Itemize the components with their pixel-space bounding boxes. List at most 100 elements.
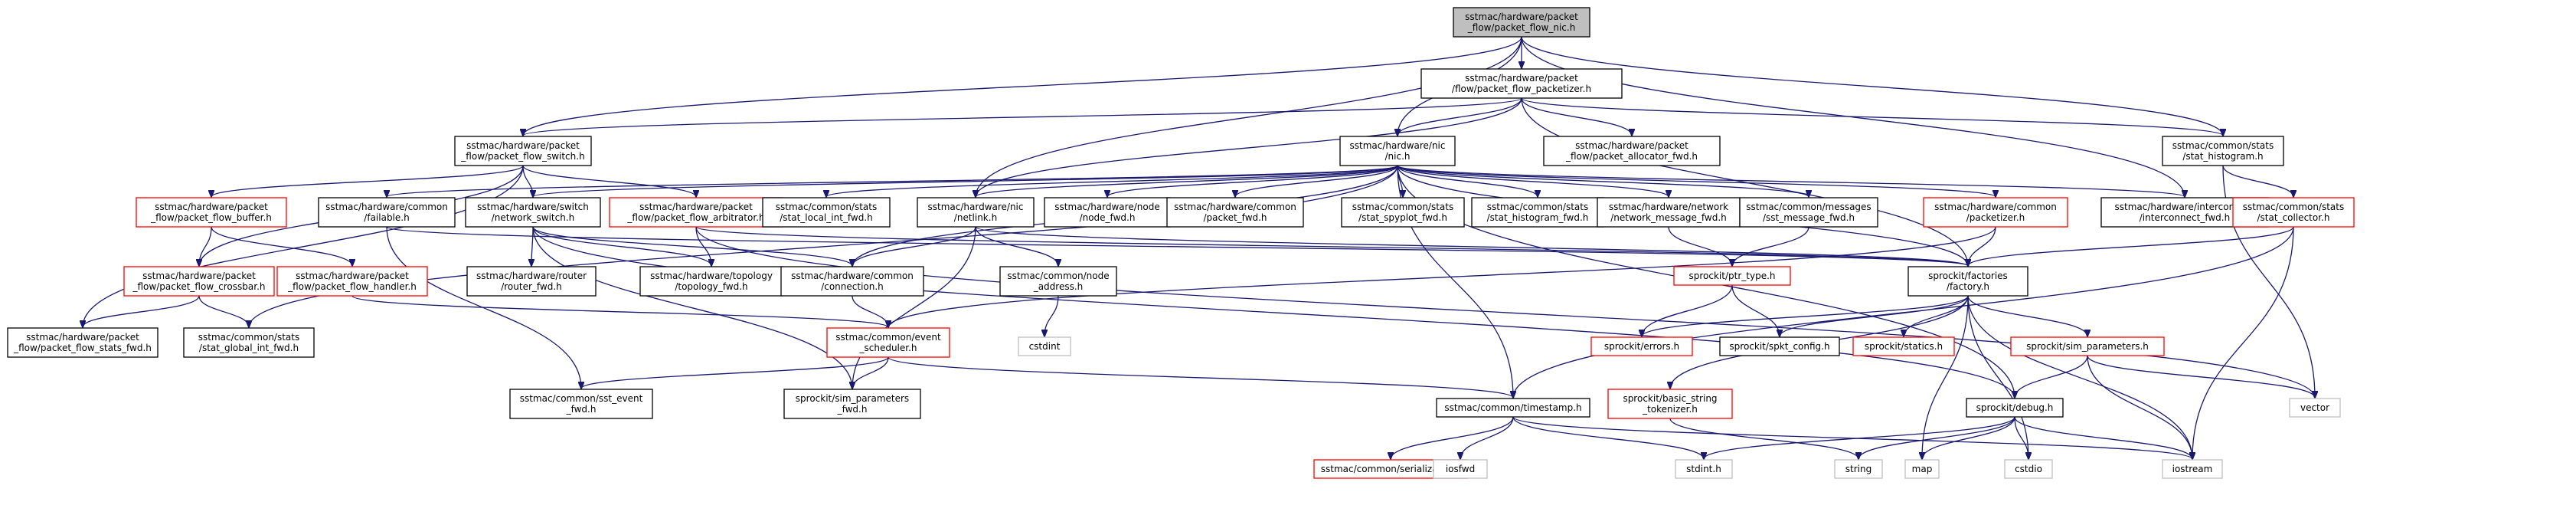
edge-root-to-netlink: [976, 36, 1522, 197]
node-sstev[interactable]: sstmac/common/sst_event_fwd.h: [509, 389, 653, 419]
node-pstats[interactable]: sstmac/hardware/packet_flow/packet_flow_…: [7, 327, 159, 358]
node-tok[interactable]: sprockit/basic_string_tokenizer.h: [1607, 389, 1733, 419]
node-box-vector: [2289, 398, 2341, 418]
node-buf[interactable]: sstmac/hardware/packet_flow/packet_flow_…: [136, 197, 287, 228]
node-label-sstmsg-line-1: /sst_message_fwd.h: [1763, 212, 1855, 223]
node-label-dbg-line-0: sprockit/debug.h: [1976, 402, 2054, 413]
node-label-sgi-line-1: /stat_global_int_fwd.h: [199, 343, 299, 353]
node-router[interactable]: sstmac/hardware/router/router_fwd.h: [466, 266, 597, 297]
node-box-nic: [1339, 136, 1456, 166]
node-label-root-line-1: _flow/packet_flow_nic.h: [1467, 22, 1576, 33]
node-label-handler-line-1: _flow/packet_flow_handler.h: [287, 281, 417, 292]
node-box-cross: [123, 266, 275, 297]
edge-coll-to-iostream: [2192, 226, 2294, 459]
edge-nsw-to-router: [531, 226, 533, 266]
edge-nic-to-pktfwd: [1235, 165, 1398, 197]
node-nic[interactable]: sstmac/hardware/nic/nic.h: [1339, 136, 1456, 166]
node-label-nsw-line-1: /network_switch.h: [492, 212, 575, 223]
node-label-conn-line-0: sstmac/hardware/common: [791, 271, 914, 281]
node-statics[interactable]: sprockit/statics.h: [1852, 336, 1955, 356]
node-label-topo-line-0: sstmac/hardware/topology: [650, 271, 773, 281]
node-ptr[interactable]: sprockit/ptr_type.h: [1673, 266, 1791, 286]
node-label-sstev-line-0: sstmac/common/sst_event: [520, 393, 643, 404]
node-sli[interactable]: sstmac/common/stats/stat_local_int_fwd.h: [762, 197, 891, 228]
edge-buf-to-cross: [199, 226, 212, 266]
node-coll[interactable]: sstmac/common/stats/stat_collector.h: [2232, 197, 2355, 228]
node-sched[interactable]: sstmac/common/event_scheduler.h: [826, 327, 950, 358]
node-label-router-line-1: /router_fwd.h: [501, 281, 562, 292]
edge-buf-to-handler: [211, 226, 352, 266]
node-topo[interactable]: sstmac/hardware/topology/topology_fwd.h: [639, 266, 783, 297]
node-cross[interactable]: sstmac/hardware/packet_flow/packet_flow_…: [123, 266, 275, 297]
node-box-stdint: [1675, 459, 1733, 479]
edge-simp-to-dbg: [2015, 355, 2088, 398]
edge-fact-to-errors: [1642, 295, 1969, 336]
node-sw[interactable]: sstmac/hardware/packet_flow/packet_flow_…: [454, 136, 592, 166]
node-label-fail-line-0: sstmac/hardware/common: [325, 202, 448, 212]
node-label-pkt-line-1: /flow/packet_flow_packetizer.h: [1452, 84, 1591, 94]
node-dbg[interactable]: sprockit/debug.h: [1966, 398, 2064, 418]
node-nsw[interactable]: sstmac/hardware/switch/network_switch.h: [465, 197, 601, 228]
node-spkt[interactable]: sprockit/spkt_config.h: [1719, 336, 1840, 356]
node-pkt[interactable]: sstmac/hardware/packet/flow/packet_flow_…: [1420, 68, 1623, 99]
node-errors[interactable]: sprockit/errors.h: [1590, 336, 1693, 356]
node-label-string-line-0: string: [1845, 464, 1872, 474]
edge-dbg-to-iostream: [2014, 416, 2192, 459]
edge-ts-to-ser: [1391, 416, 1514, 459]
edge-fact-to-cstdio: [1967, 295, 2028, 459]
node-sgi[interactable]: sstmac/common/stats/stat_global_int_fwd.…: [183, 327, 315, 358]
node-label-netmsg-line-0: sstmac/hardware/network: [1609, 202, 1728, 212]
node-fail[interactable]: sstmac/hardware/common/failable.h: [318, 197, 456, 228]
node-label-nsw-line-0: sstmac/hardware/switch: [477, 202, 589, 212]
node-handler[interactable]: sstmac/hardware/packet_flow/packet_flow_…: [276, 266, 428, 297]
node-pktfwd[interactable]: sstmac/hardware/common/packet_fwd.h: [1166, 197, 1304, 228]
edge-arb-to-topo: [695, 226, 711, 266]
node-box-fail: [318, 197, 456, 228]
node-label-tok-line-0: sprockit/basic_string: [1623, 393, 1717, 404]
node-spy[interactable]: sstmac/common/stats/stat_spyplot_fwd.h: [1341, 197, 1465, 228]
node-label-conn-line-1: /connection.h: [821, 281, 884, 292]
edge-root-to-icfwd: [1521, 36, 2185, 197]
node-fact[interactable]: sprockit/factories/factory.h: [1907, 266, 2028, 297]
node-label-topo-line-1: /topology_fwd.h: [675, 281, 747, 292]
node-nodefwd[interactable]: sstmac/hardware/node/node_fwd.h: [1044, 197, 1171, 228]
node-box-iosfwd: [1433, 459, 1488, 479]
node-label-map-line-0: map: [1912, 464, 1933, 474]
node-sstmsg[interactable]: sstmac/common/messages/sst_message_fwd.h: [1739, 197, 1878, 228]
edge-root-to-hist: [1521, 36, 2223, 136]
node-histfwd[interactable]: sstmac/common/stats/stat_histogram_fwd.h: [1471, 197, 1604, 228]
node-label-vector-line-0: vector: [2300, 402, 2329, 413]
node-label-hist-line-1: /stat_histogram.h: [2182, 151, 2263, 162]
node-conn[interactable]: sstmac/hardware/common/connection.h: [780, 266, 924, 297]
node-hist[interactable]: sstmac/common/stats/stat_histogram.h: [2162, 136, 2284, 166]
node-arb[interactable]: sstmac/hardware/packet_flow/packet_flow_…: [609, 197, 783, 228]
edge-sw-to-arb: [522, 165, 696, 197]
edge-cpkt-to-sched: [888, 226, 1996, 327]
node-label-cross-line-0: sstmac/hardware/packet: [142, 271, 256, 281]
node-label-hist-line-0: sstmac/common/stats: [2172, 140, 2274, 151]
node-box-handler: [276, 266, 428, 297]
node-cpkt[interactable]: sstmac/hardware/common/packetizer.h: [1923, 197, 2068, 228]
node-box-fact: [1907, 266, 2028, 297]
node-alloc[interactable]: sstmac/hardware/packet_flow/packet_alloc…: [1543, 136, 1721, 166]
edge-sched-to-simpfwd: [852, 356, 889, 389]
node-box-arb: [609, 197, 783, 228]
edge-root-to-sw: [523, 36, 1522, 136]
node-netlink[interactable]: sstmac/hardware/nic/netlink.h: [917, 197, 1035, 228]
node-label-sgi-line-0: sstmac/common/stats: [198, 332, 299, 343]
node-netmsg[interactable]: sstmac/hardware/network/network_message_…: [1597, 197, 1741, 228]
edge-pkt-to-sw: [523, 97, 1522, 136]
edge-fact-to-map: [1922, 295, 1969, 459]
node-label-alloc-line-1: _flow/packet_allocator_fwd.h: [1565, 151, 1698, 162]
edge-pkt-to-nic: [1398, 97, 1522, 136]
node-label-root-line-0: sstmac/hardware/packet: [1465, 11, 1578, 22]
node-ts[interactable]: sstmac/common/timestamp.h: [1436, 398, 1590, 418]
node-addr[interactable]: sstmac/common/node_address.h: [999, 266, 1117, 297]
node-simpfwd[interactable]: sprockit/sim_parameters_fwd.h: [783, 389, 921, 419]
edge-dbg-to-string: [1858, 416, 2015, 459]
edge-nic-to-icfwd: [1397, 165, 2185, 197]
node-label-arb-line-1: _flow/packet_flow_arbitrator.h: [626, 212, 764, 223]
node-simp[interactable]: sprockit/sim_parameters.h: [2010, 336, 2165, 356]
edge-simp-to-vector: [2087, 355, 2315, 398]
node-box-histfwd: [1471, 197, 1604, 228]
